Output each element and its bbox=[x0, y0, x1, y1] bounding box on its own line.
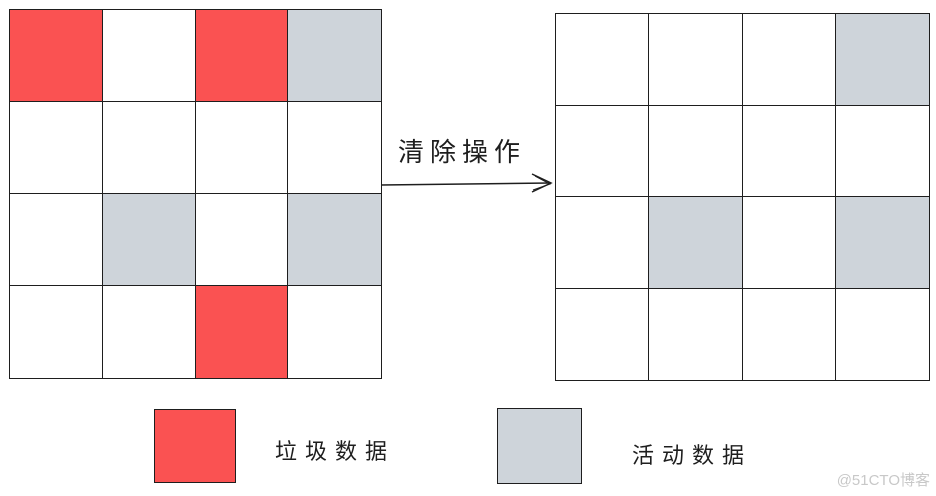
grid-cell-empty bbox=[555, 287, 651, 381]
legend-garbage-swatch bbox=[154, 409, 236, 483]
grid-cell-empty bbox=[9, 193, 104, 287]
cleanup-operation-label: 清除操作 bbox=[398, 138, 527, 168]
grid-cell-garbage bbox=[9, 9, 104, 103]
grid-cell-empty bbox=[834, 287, 930, 381]
grid-cell-empty bbox=[648, 13, 744, 107]
grid-cell-empty bbox=[9, 101, 104, 195]
legend-garbage-label: 垃圾数据 bbox=[275, 440, 396, 465]
grid-cell-empty bbox=[555, 104, 651, 198]
grid-cell-garbage bbox=[194, 285, 290, 379]
grid-cell-active bbox=[287, 193, 382, 287]
grid-cell-active bbox=[101, 193, 197, 287]
grid-cell-empty bbox=[194, 101, 290, 195]
grid-cell-empty bbox=[101, 9, 197, 103]
grid-cell-empty bbox=[101, 101, 197, 195]
grid-cell-empty bbox=[287, 101, 382, 195]
grid-cell-empty bbox=[834, 104, 930, 198]
arrow-right-icon bbox=[380, 173, 553, 193]
grid-cell-empty bbox=[648, 104, 744, 198]
grid-cell-active bbox=[834, 13, 930, 107]
grid-cell-active bbox=[287, 9, 382, 103]
before-cleanup-grid bbox=[9, 9, 382, 379]
cleanup-arrow: 清除操作 bbox=[380, 130, 556, 200]
grid-cell-empty bbox=[9, 285, 104, 379]
grid-cell-active bbox=[648, 196, 744, 290]
grid-cell-empty bbox=[741, 287, 837, 381]
grid-cell-garbage bbox=[194, 9, 290, 103]
after-cleanup-grid bbox=[555, 13, 930, 381]
grid-cell-empty bbox=[741, 196, 837, 290]
grid-cell-empty bbox=[287, 285, 382, 379]
grid-cell-empty bbox=[194, 193, 290, 287]
grid-cell-empty bbox=[555, 13, 651, 107]
legend-active-swatch bbox=[497, 408, 582, 484]
legend-active-label: 活动数据 bbox=[632, 444, 753, 469]
grid-cell-empty bbox=[741, 13, 837, 107]
grid-cell-empty bbox=[741, 104, 837, 198]
watermark: @51CTO博客 bbox=[836, 472, 930, 489]
grid-cell-empty bbox=[555, 196, 651, 290]
grid-cell-active bbox=[834, 196, 930, 290]
grid-cell-empty bbox=[648, 287, 744, 381]
grid-cell-empty bbox=[101, 285, 197, 379]
